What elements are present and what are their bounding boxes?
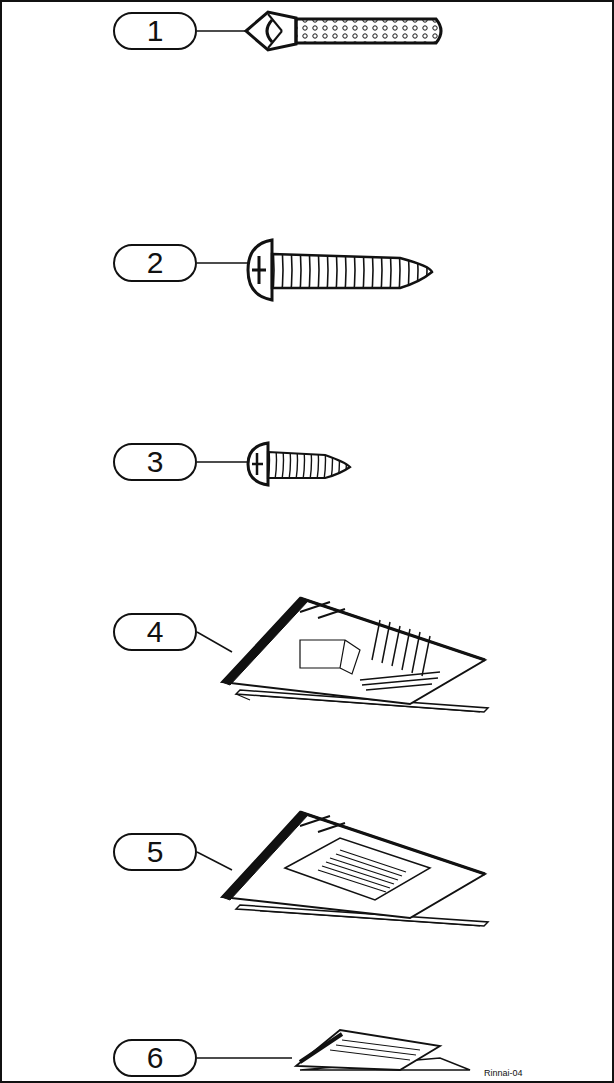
- callout-number: 4: [147, 617, 164, 647]
- figure-code: Rinnai-04: [484, 1068, 523, 1078]
- callout-pill: 1: [113, 12, 197, 50]
- callout-pill: 6: [113, 1039, 197, 1077]
- short-screw: [248, 443, 350, 485]
- manual-booklet-1: [222, 598, 488, 712]
- callout-number: 3: [147, 447, 164, 477]
- callout-number: 2: [147, 248, 164, 278]
- callout-number: 6: [147, 1043, 164, 1073]
- callout-number: 5: [147, 837, 164, 867]
- callout-pill: 4: [113, 613, 197, 651]
- long-screw: [248, 240, 432, 300]
- wall-plug: [246, 12, 441, 50]
- callout-number: 1: [147, 16, 164, 46]
- warranty-card: [296, 1030, 470, 1070]
- callout-pill: 3: [113, 443, 197, 481]
- callout-pill: 5: [113, 833, 197, 871]
- callout-pill: 2: [113, 244, 197, 282]
- manual-booklet-2: [222, 812, 488, 926]
